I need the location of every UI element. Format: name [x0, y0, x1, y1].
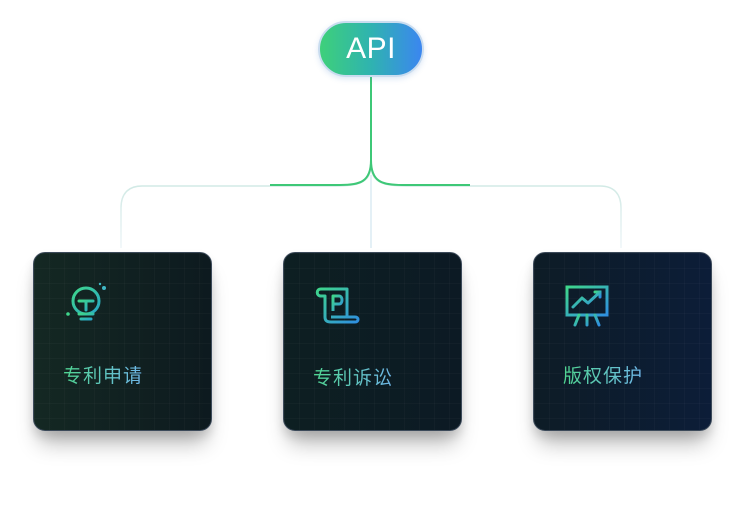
- scroll-p-icon: [312, 281, 362, 331]
- card-label-patent-litigation: 专利诉讼: [313, 363, 393, 390]
- card-label-patent-application: 专利申请: [63, 361, 143, 388]
- branch-line-left: [121, 165, 371, 248]
- presentation-chart-icon: [562, 281, 612, 331]
- highlight-curve-right: [371, 160, 470, 185]
- card-patent-application: 专利申请: [33, 252, 212, 431]
- branch-line-right: [371, 165, 621, 248]
- card-patent-litigation: 专利诉讼: [283, 252, 462, 431]
- card-label-copyright-protection: 版权保护: [563, 361, 643, 388]
- lightbulb-icon: [62, 281, 112, 331]
- api-node: API: [318, 21, 424, 77]
- api-label: API: [346, 32, 396, 66]
- highlight-curve-left: [270, 160, 371, 185]
- card-copyright-protection: 版权保护: [533, 252, 712, 431]
